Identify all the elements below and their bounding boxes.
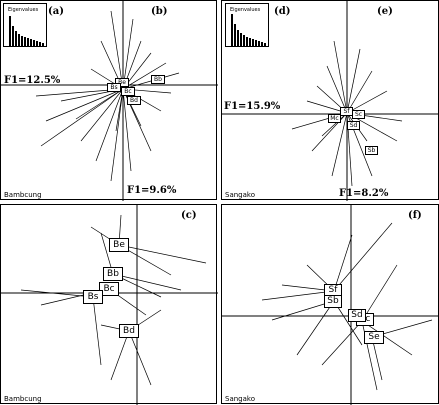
factor-box-bb: Bb bbox=[103, 267, 123, 281]
panel-label-f: (f) bbox=[408, 210, 422, 221]
factor-box-sd: Sd bbox=[348, 309, 366, 322]
site-name: Bambcung bbox=[4, 395, 42, 403]
panel-label-a: (a) bbox=[48, 6, 64, 17]
panel-ab-lines bbox=[1, 1, 218, 201]
panel-label-e: (e) bbox=[377, 6, 393, 17]
eigenvalue-bars bbox=[9, 16, 44, 46]
panel-label-b: (b) bbox=[151, 6, 168, 17]
site-name: Bambcung bbox=[4, 191, 42, 199]
factor-box-bd: Bd bbox=[119, 324, 139, 338]
panel-c: (c) Bambcung Be Bb Bc Bs Bd bbox=[0, 204, 218, 405]
factor-box-bs: Bs bbox=[83, 290, 103, 304]
axis-percent-left: F1=15.9% bbox=[224, 101, 281, 112]
panel-label-d: (d) bbox=[274, 6, 291, 17]
panel-c-lines bbox=[1, 205, 218, 405]
factor-box-sb: Sb bbox=[324, 295, 342, 308]
factor-box-sd: Sd bbox=[347, 121, 360, 130]
factor-box-bs: Bs bbox=[107, 83, 121, 92]
panel-f: (f) Sangako Sf Sb Sc Sd Se bbox=[221, 204, 439, 405]
site-name: Sangako bbox=[225, 191, 255, 199]
factor-box-be: Be bbox=[109, 238, 129, 252]
axis-percent-bottom: F1=9.6% bbox=[127, 185, 177, 196]
eigenvalue-inset: Eigenvalues bbox=[225, 3, 269, 47]
factor-box-sb: Sb bbox=[365, 146, 378, 155]
axis-percent-left: F1=12.5% bbox=[4, 75, 61, 86]
factor-box-mc: Mc bbox=[328, 114, 341, 123]
factor-box-be: Be bbox=[115, 78, 129, 87]
factor-box-sc: Sc bbox=[352, 110, 365, 119]
axis-percent-bottom: F1=8.2% bbox=[339, 188, 389, 199]
factor-box-bb: Bb bbox=[151, 75, 165, 84]
site-name: Sangako bbox=[225, 395, 255, 403]
panel-f-lines bbox=[222, 205, 439, 405]
panel-ab: Eigenvalues (a) (b) F1=12.5% F1=9.6% Bam… bbox=[0, 0, 218, 201]
factor-box-bc: Bc bbox=[121, 87, 135, 96]
eigenvalue-title: Eigenvalues bbox=[8, 7, 39, 13]
panel-label-c: (c) bbox=[181, 210, 197, 221]
eigenvalue-inset: Eigenvalues bbox=[3, 3, 47, 47]
factor-box-bd: Bd bbox=[127, 96, 141, 105]
factor-box-bc: Bc bbox=[99, 282, 119, 296]
eigenvalue-title: Eigenvalues bbox=[230, 7, 261, 13]
factor-box-se: Se bbox=[364, 331, 384, 344]
eigenvalue-bars bbox=[231, 14, 266, 46]
panel-de: Eigenvalues (d) (e) F1=15.9% F1=8.2% San… bbox=[221, 0, 439, 201]
